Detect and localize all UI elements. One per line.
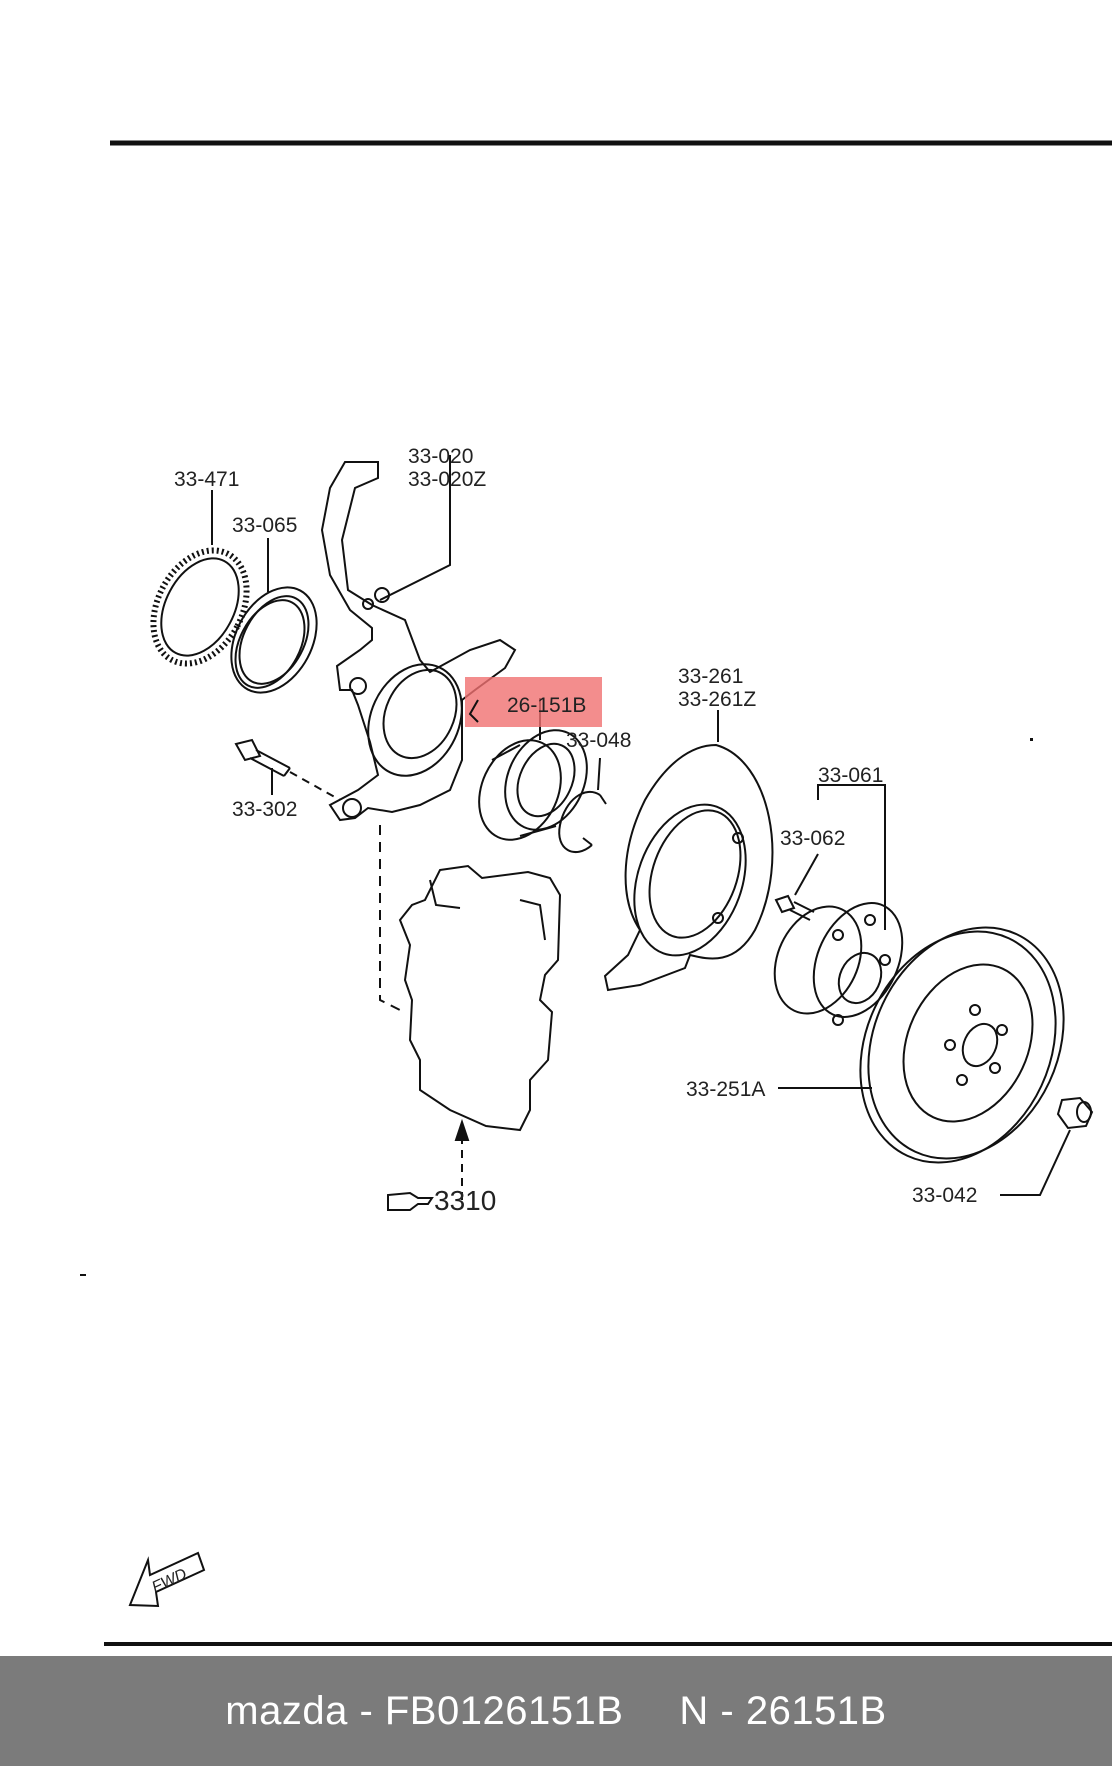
label-3310: 3310 (434, 1185, 496, 1216)
exploded-view: FWD 33-471 33-020 33-020Z 33-065 26-151B… (80, 140, 1112, 1646)
lug-nut-part (1056, 1096, 1094, 1130)
label-33-020z: 33-020Z (408, 468, 486, 491)
label-33-261z: 33-261Z (678, 688, 756, 711)
scan-mark (80, 1274, 86, 1276)
snap-ring-part (558, 790, 607, 854)
dust-cover-part (603, 743, 774, 992)
label-33-048: 33-048 (566, 729, 631, 752)
label-33-062: 33-062 (780, 827, 845, 850)
label-33-261: 33-261 (678, 665, 743, 688)
bolt-part (234, 738, 291, 777)
caliper-outline (398, 864, 562, 1132)
label-26-151b: 26-151B (507, 694, 586, 717)
parts-diagram: FWD 33-471 33-020 33-020Z 33-065 26-151B… (80, 140, 1112, 1646)
seal-part (230, 586, 318, 694)
label-33-065: 33-065 (232, 514, 297, 537)
fwd-text: FWD (149, 1566, 190, 1597)
hand-pointer-icon (387, 1191, 434, 1211)
fwd-arrow-icon (128, 1551, 206, 1608)
wheel-bearing-part (478, 729, 588, 841)
hub-bolt-part (774, 894, 815, 921)
label-33-471: 33-471 (174, 468, 239, 491)
label-33-020: 33-020 (408, 445, 473, 468)
footer-part-number: mazda - FB0126151B (225, 1688, 624, 1733)
hub-part (773, 902, 904, 1026)
label-33-302: 33-302 (232, 798, 297, 821)
label-33-061: 33-061 (818, 764, 883, 787)
knuckle-part (320, 461, 517, 822)
label-33-251a: 33-251A (686, 1078, 765, 1101)
label-33-042: 33-042 (912, 1184, 977, 1207)
part-highlight (465, 677, 602, 727)
footer-ref-number: N - 26151B (679, 1688, 887, 1733)
abs-ring-part (150, 547, 250, 667)
scan-mark (1030, 738, 1033, 741)
footer-bar: mazda - FB0126151B N - 26151B (0, 1656, 1112, 1766)
brake-disc-part (859, 926, 1065, 1164)
